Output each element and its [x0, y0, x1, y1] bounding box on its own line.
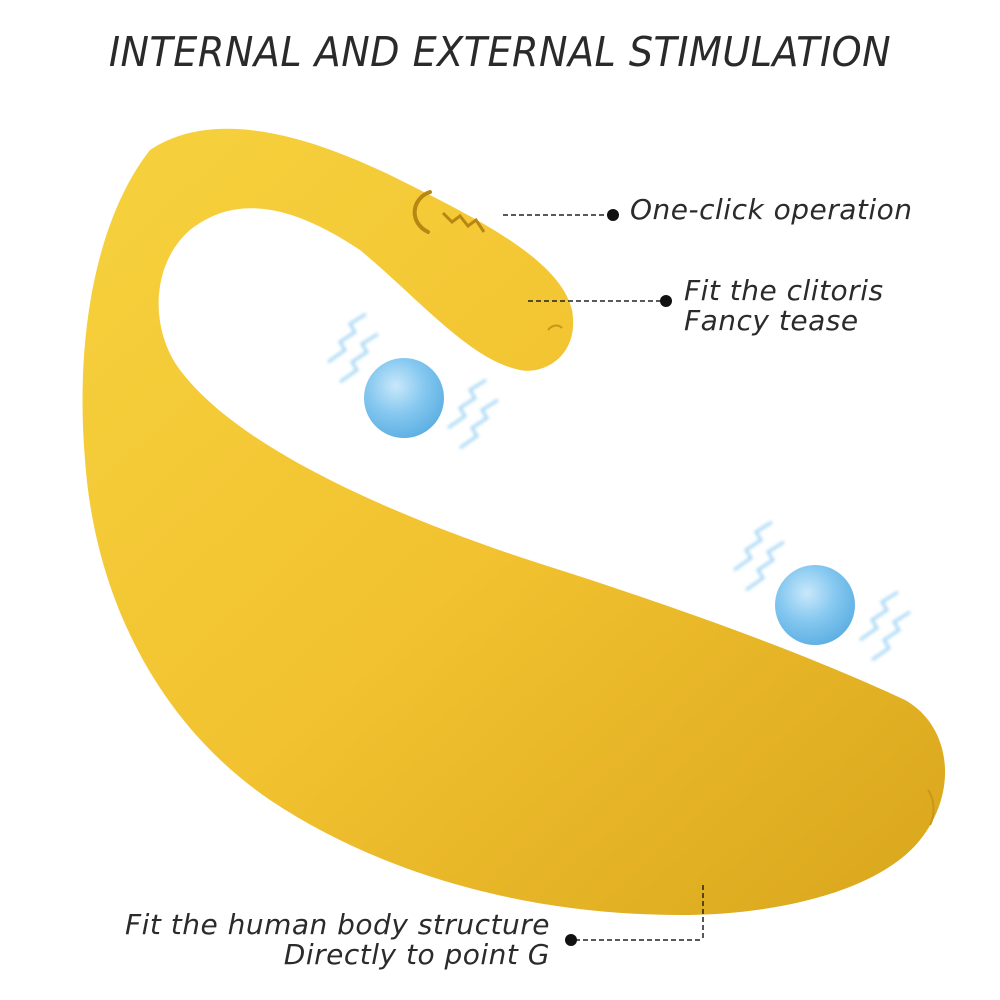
callout-body-line2: Directly to point G — [283, 938, 550, 971]
vibration-ball-icon — [364, 358, 444, 438]
callout-line-body — [565, 885, 704, 946]
callout-line-button — [503, 209, 619, 221]
callout-body-line1: Fit the human body structure — [124, 908, 550, 941]
callout-tip-label: Fit the clitoris Fancy tease — [684, 276, 884, 336]
vibration-wave-icon — [327, 312, 499, 450]
callout-tip-line1: Fit the clitoris — [684, 274, 884, 307]
callout-line-tip — [528, 295, 672, 307]
callout-button-label: One-click operation — [630, 193, 913, 226]
vibration-ball-icon — [775, 565, 855, 645]
power-wave-icon — [412, 190, 486, 234]
product-body — [82, 128, 946, 916]
vibration-wave-icon — [733, 520, 911, 662]
callout-body-label: Fit the human body structure Directly to… — [125, 910, 550, 970]
page-title: INTERNAL AND EXTERNAL STIMULATION — [108, 28, 892, 76]
callout-tip-line2: Fancy tease — [684, 304, 859, 337]
